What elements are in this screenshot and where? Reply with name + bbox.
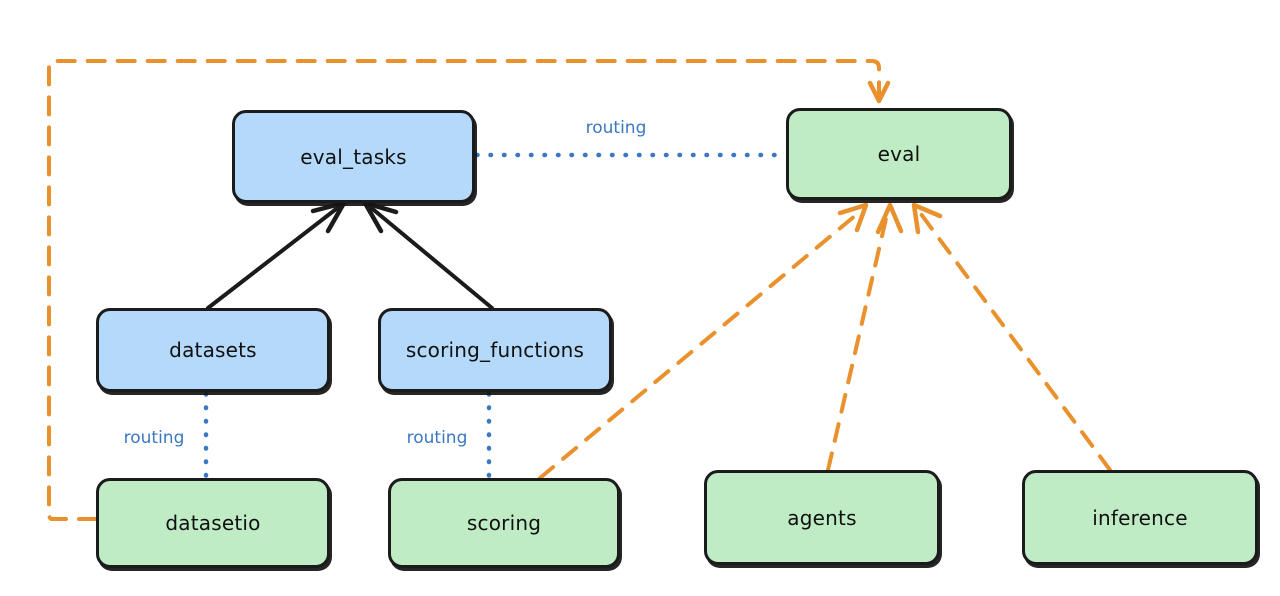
node-datasetio-label: datasetio xyxy=(165,511,261,535)
node-scoring-label: scoring xyxy=(466,511,542,535)
node-eval-tasks-label: eval_tasks xyxy=(300,144,407,169)
arrowhead-agents-to-eval xyxy=(875,202,904,235)
arrowhead-datasets-to-eval_tasks xyxy=(310,200,347,234)
edge-label-routing-eval-tasks-eval: routing xyxy=(585,118,647,138)
node-eval-label: eval xyxy=(877,142,921,166)
edge-datasetio-to-eval xyxy=(47,59,881,521)
edge-agents-to-eval xyxy=(826,208,890,472)
node-datasets[interactable]: datasets xyxy=(96,308,330,392)
edge-scoring-to-eval xyxy=(538,208,864,480)
arrowhead-scoring-to-eval xyxy=(837,202,869,233)
edge-inference-to-eval xyxy=(916,208,1112,472)
node-inference-label: inference xyxy=(1092,505,1188,530)
arrowhead-inference-to-eval xyxy=(911,202,943,235)
node-inference[interactable]: inference xyxy=(1022,470,1258,565)
edge-datasets-to-eval_tasks xyxy=(206,204,342,310)
node-datasetio[interactable]: datasetio xyxy=(96,478,330,568)
edge-label-routing-scoring-functions-scoring: routing xyxy=(406,428,468,448)
edge-scoring_functions-to-eval_tasks xyxy=(367,204,494,310)
node-agents[interactable]: agents xyxy=(704,470,940,565)
node-scoring[interactable]: scoring xyxy=(388,478,620,568)
arrowhead-datasetio-to-eval xyxy=(867,80,891,104)
node-agents-label: agents xyxy=(787,505,857,530)
arrowhead-scoring_functions-to-eval_tasks xyxy=(362,200,399,234)
node-eval-tasks[interactable]: eval_tasks xyxy=(232,110,475,203)
node-eval[interactable]: eval xyxy=(786,108,1012,200)
node-datasets-label: datasets xyxy=(169,338,257,362)
edge-label-routing-datasets-datasetio: routing xyxy=(123,428,185,448)
node-scoring-functions[interactable]: scoring_functions xyxy=(378,308,612,392)
node-scoring-functions-label: scoring_functions xyxy=(405,338,585,362)
